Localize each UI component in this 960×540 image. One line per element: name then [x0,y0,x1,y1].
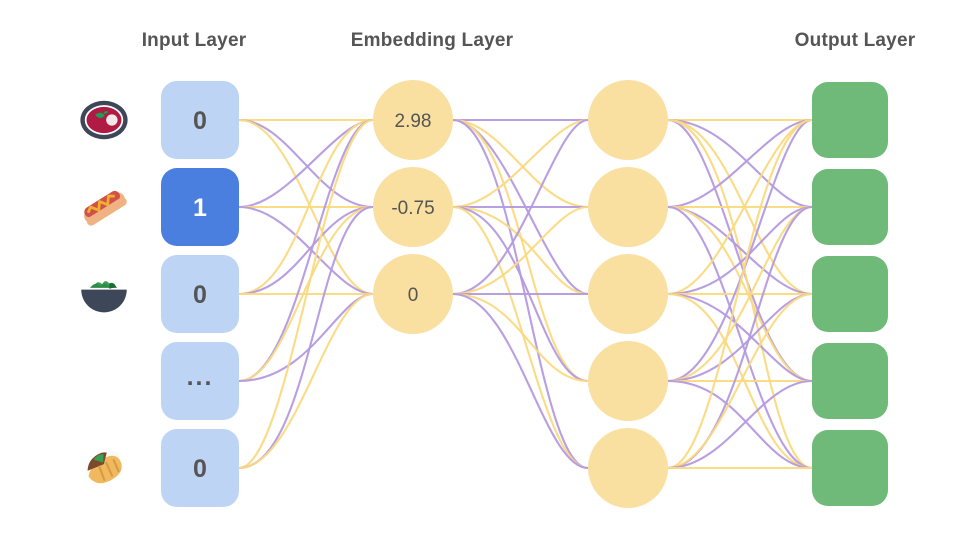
input-node-0[interactable]: 0 [161,81,239,159]
edge [451,205,590,296]
input-box[interactable] [161,168,239,246]
input-node-2[interactable]: 0 [161,255,239,333]
input-box[interactable] [161,81,239,159]
embedding-circle[interactable] [373,254,453,334]
output-node-3[interactable] [812,343,888,419]
edge [666,379,814,470]
layer-title-0: Input Layer [141,30,247,51]
input-value: 0 [193,455,207,483]
burrito-icon [76,440,132,496]
embedding-value: 2.98 [395,111,432,132]
input-box[interactable] [161,342,239,420]
edge [451,118,590,383]
edge [237,118,375,470]
input-value: 0 [193,281,207,309]
hidden-node-1[interactable] [588,167,668,247]
input-node-4[interactable]: 0 [161,429,239,507]
edge [237,118,375,296]
edge [237,292,375,470]
edge [666,379,814,470]
embedding-node-1[interactable]: -0.75 [373,167,453,247]
input-value: ... [187,363,214,391]
output-node-4[interactable] [812,430,888,506]
hotdog-icon [76,179,132,235]
embedding-value: -0.75 [391,198,434,219]
input-box[interactable] [161,255,239,333]
hidden-node-3[interactable] [588,341,668,421]
edges-group [237,118,814,470]
salad-bowl-icon [76,266,132,322]
hidden-node-0[interactable] [588,80,668,160]
input-value: 1 [193,194,207,222]
edge [451,118,590,296]
embedding-circle[interactable] [373,80,453,160]
edge [451,292,590,383]
input-value: 0 [193,107,207,135]
hidden-node-2[interactable] [588,254,668,334]
edge [237,205,375,383]
edge [666,118,814,296]
hidden-node-4[interactable] [588,428,668,508]
edge [451,118,590,209]
edge [237,118,375,209]
edge [666,118,814,383]
layer-title-2: Output Layer [794,30,916,51]
edge [666,205,814,296]
embedding-value: 0 [408,285,419,306]
edge [666,118,814,470]
output-node-0[interactable] [812,82,888,158]
embedding-circle[interactable] [373,167,453,247]
input-node-1[interactable]: 1 [161,168,239,246]
edge [237,205,375,296]
edge [451,118,590,209]
edge [237,118,375,383]
edge [451,205,590,470]
input-box[interactable] [161,429,239,507]
nodes-group: 0 1 0... 0 2.98 -0.75 0 [161,80,888,508]
edge [666,118,814,209]
edge [451,205,590,296]
edge [451,292,590,470]
layer-title-1: Embedding Layer [350,30,514,51]
edge [666,292,814,470]
output-node-1[interactable] [812,169,888,245]
edge [666,205,814,470]
embedding-node-2[interactable]: 0 [373,254,453,334]
soup-bowl-icon [76,92,132,148]
input-node-3[interactable]: ... [161,342,239,420]
output-node-2[interactable] [812,256,888,332]
edge [237,292,375,383]
edge [666,205,814,383]
edge [666,118,814,209]
embedding-node-0[interactable]: 2.98 [373,80,453,160]
